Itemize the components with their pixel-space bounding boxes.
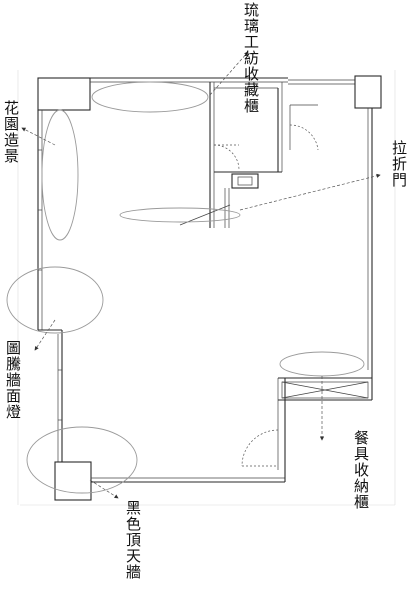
dimension-guides	[17, 70, 396, 506]
label-folding-door: 拉折門	[390, 140, 408, 188]
ellipse-glass-cabinet	[91, 81, 209, 113]
dining-storage-cabinet	[281, 381, 369, 399]
leader-folding-door	[239, 173, 381, 211]
label-black-ceiling: 黑色頂天牆	[124, 500, 142, 580]
label-glass-cabinet: 琉璃工紡收藏櫃	[242, 2, 260, 114]
label-garden: 花園造景	[2, 100, 20, 164]
ellipse-black-ceiling	[26, 426, 138, 494]
top-right-column	[354, 75, 382, 109]
ellipse-garden	[41, 109, 79, 241]
outer-walls	[37, 75, 382, 501]
wash-basin	[231, 173, 259, 189]
leader-black-ceiling	[89, 479, 119, 499]
label-totem-light: 圖騰牆面燈	[4, 340, 22, 420]
leader-totem-light	[34, 319, 56, 351]
label-dining-storage: 餐具收納櫃	[352, 430, 370, 510]
leader-garden	[21, 127, 56, 146]
entry-door	[241, 429, 279, 467]
ellipse-dining-storage	[279, 351, 365, 377]
bottom-left-column	[54, 461, 92, 501]
top-left-column	[37, 77, 91, 111]
inner-room	[209, 82, 319, 228]
ellipse-folding-door	[119, 207, 241, 223]
ellipse-totem-light	[6, 266, 104, 334]
leader-glass-cabinet	[209, 51, 249, 96]
